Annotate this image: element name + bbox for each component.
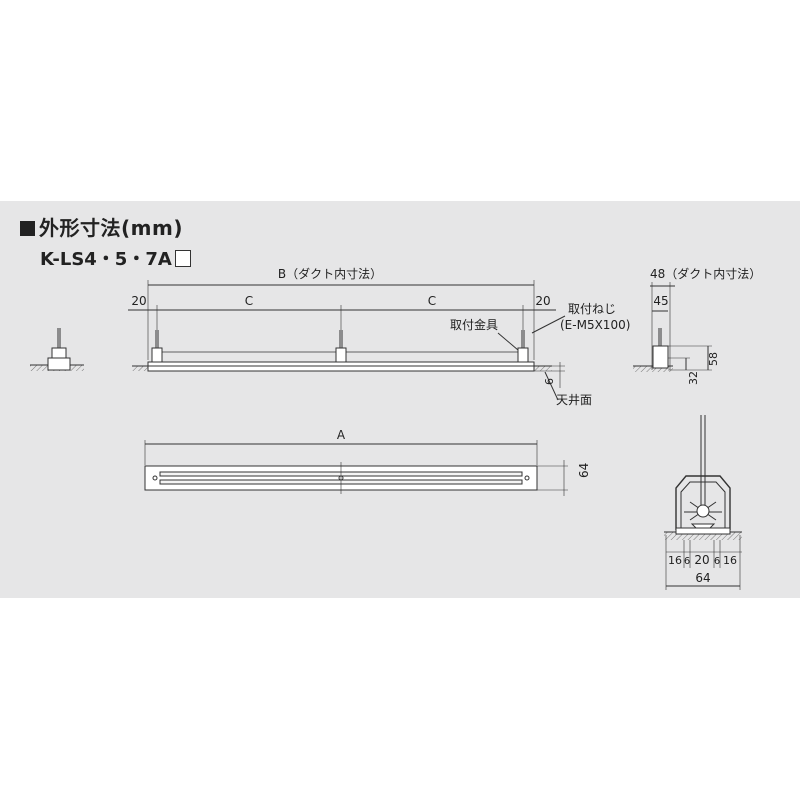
mount-screw-spec-label: (E-M5X100) — [560, 318, 630, 332]
dim-C-1-label: C — [245, 294, 253, 308]
bottom-16-left-label: 16 — [668, 554, 682, 567]
cross-section-view — [664, 415, 742, 590]
dim-32-label: 32 — [687, 371, 700, 385]
side-view — [128, 280, 566, 401]
mount-bracket-label: 取付金具 — [450, 317, 498, 332]
ceiling-label: 天井面 — [556, 393, 592, 407]
model-suffix-box — [174, 250, 191, 267]
bottom-16-right-label: 16 — [723, 554, 737, 567]
dim-B-label: B（ダクト内寸法） — [278, 266, 382, 281]
dim-20-right-label: 20 — [535, 294, 550, 308]
dim-64-bottom-label: 64 — [695, 571, 710, 585]
dim-45-label: 45 — [653, 294, 668, 308]
dim-58-label: 58 — [707, 352, 720, 366]
section-heading: 外形寸法(mm) — [20, 212, 183, 241]
right-end-view — [633, 282, 712, 372]
dim-48-label: 48（ダクト内寸法） — [650, 266, 761, 281]
dim-C-2-label: C — [428, 294, 436, 308]
heading-text: 外形寸法(mm) — [39, 216, 183, 240]
dim-A-label: A — [337, 428, 346, 442]
model-text: K-LS4・5・7A — [40, 249, 172, 270]
bottom-6-left-label: 6 — [684, 556, 690, 567]
mount-screw-label: 取付ねじ — [568, 302, 616, 316]
bottom-20-label: 20 — [694, 553, 709, 567]
bottom-6-right-label: 6 — [714, 556, 720, 567]
dim-64-side-label: 64 — [577, 463, 591, 478]
plan-view — [144, 440, 568, 496]
model-name: K-LS4・5・7A — [40, 245, 191, 271]
dim-6-label: 6 — [543, 378, 556, 385]
left-end-view — [30, 328, 84, 371]
square-bullet-icon — [20, 221, 35, 236]
dim-20-left-label: 20 — [131, 294, 146, 308]
